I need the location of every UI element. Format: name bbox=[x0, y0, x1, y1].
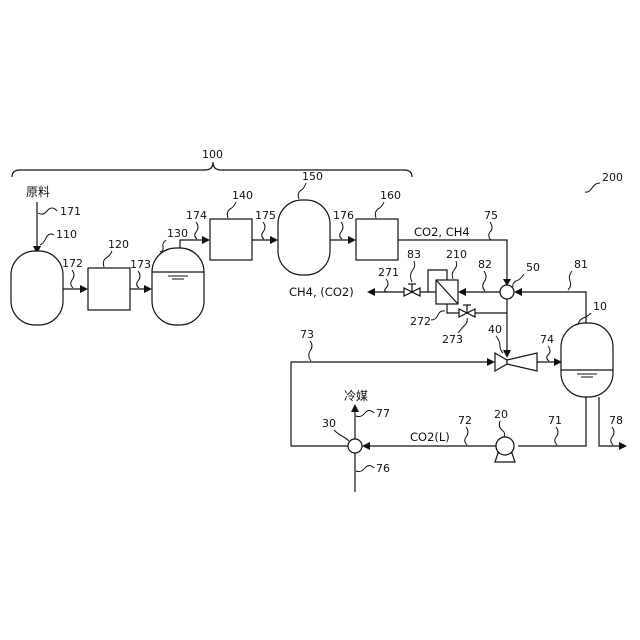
ref-82: 82 bbox=[478, 258, 492, 271]
figure-label: 200 bbox=[602, 171, 623, 184]
ref-10: 10 bbox=[593, 300, 607, 313]
ref-72: 72 bbox=[458, 414, 472, 427]
ref-172: 172 bbox=[62, 257, 83, 270]
ref-71: 71 bbox=[548, 414, 562, 427]
ref-20: 20 bbox=[494, 408, 508, 421]
ref-150: 150 bbox=[302, 170, 323, 183]
co2-ch4-label: CO2, CH4 bbox=[414, 225, 470, 239]
ref-83: 83 bbox=[407, 248, 421, 261]
vessel-110 bbox=[11, 251, 63, 325]
ref-81: 81 bbox=[574, 258, 588, 271]
ch4-co2-label: CH4, (CO2) bbox=[289, 285, 354, 299]
vessel-150 bbox=[278, 200, 330, 275]
pump-20-body bbox=[496, 437, 514, 455]
ref-77: 77 bbox=[376, 407, 390, 420]
ref-73: 73 bbox=[300, 328, 314, 341]
ref-273: 273 bbox=[442, 333, 463, 346]
ref-110: 110 bbox=[56, 228, 77, 241]
ref-173: 173 bbox=[130, 258, 151, 271]
feed-material-label: 原料 bbox=[26, 185, 50, 199]
unit-120 bbox=[88, 268, 130, 310]
ref-76: 76 bbox=[376, 462, 390, 475]
refrigerant-label: 冷媒 bbox=[344, 389, 368, 403]
ref-271: 271 bbox=[378, 266, 399, 279]
ref-171: 171 bbox=[60, 205, 81, 218]
heat-exchanger-30 bbox=[348, 439, 362, 453]
ref-210: 210 bbox=[446, 248, 467, 261]
ref-40: 40 bbox=[488, 323, 502, 336]
vessel-10 bbox=[561, 323, 613, 397]
ref-272: 272 bbox=[410, 315, 431, 328]
unit-140 bbox=[210, 219, 252, 260]
co2-liquid-label: CO2(L) bbox=[410, 430, 450, 444]
ref-175: 175 bbox=[255, 209, 276, 222]
ref-120: 120 bbox=[108, 238, 129, 251]
ref-140: 140 bbox=[232, 189, 253, 202]
ref-176: 176 bbox=[333, 209, 354, 222]
ref-75: 75 bbox=[484, 209, 498, 222]
ref-130: 130 bbox=[167, 227, 188, 240]
ref-78: 78 bbox=[609, 414, 623, 427]
three-way-valve-50 bbox=[500, 285, 514, 299]
ref-174: 174 bbox=[186, 209, 207, 222]
ref-160: 160 bbox=[380, 189, 401, 202]
ref-74: 74 bbox=[540, 333, 554, 346]
unit-160 bbox=[356, 219, 398, 260]
vessel-130 bbox=[152, 248, 204, 325]
ref-30: 30 bbox=[322, 417, 336, 430]
ref-50: 50 bbox=[526, 261, 540, 274]
system-label: 100 bbox=[202, 148, 223, 161]
